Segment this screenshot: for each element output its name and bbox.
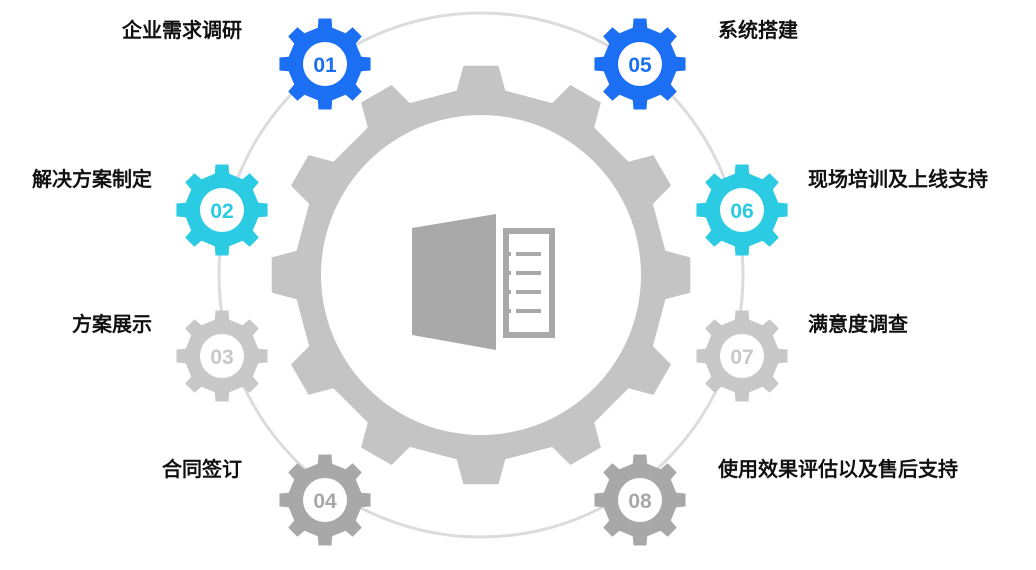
document-list-icon <box>412 214 555 350</box>
step-label-01: 企业需求调研 <box>122 18 242 42</box>
step-label-07: 满意度调查 <box>808 312 908 336</box>
step-gear-02: 02 <box>176 164 268 256</box>
step-label-05: 系统搭建 <box>718 18 798 42</box>
step-gear-07: 07 <box>696 310 788 402</box>
step-gear-06: 06 <box>696 164 788 256</box>
gear-center <box>303 478 347 522</box>
connecting-ring <box>217 11 745 539</box>
list-lines <box>503 252 541 313</box>
step-number: 05 <box>628 54 652 77</box>
step-gear-08: 08 <box>594 454 686 546</box>
gear-center <box>618 478 662 522</box>
gear-center <box>200 334 244 378</box>
step-number: 06 <box>730 200 753 223</box>
step-gear-05: 05 <box>594 18 686 110</box>
step-label-06: 现场培训及上线支持 <box>808 167 988 191</box>
gear-center <box>720 188 764 232</box>
step-label-02: 解决方案制定 <box>32 167 152 191</box>
gear-center <box>303 42 347 86</box>
step-gear-04: 04 <box>279 454 371 546</box>
document-page-shape <box>412 214 496 350</box>
gear-center <box>720 334 764 378</box>
step-number: 03 <box>210 346 233 369</box>
gear-center <box>200 188 244 232</box>
step-label-08: 使用效果评估以及售后支持 <box>718 457 958 481</box>
step-gear-01: 01 <box>279 18 371 110</box>
gear-center <box>618 42 662 86</box>
step-gears: 01 02 03 04 05 06 07 <box>176 18 788 546</box>
step-number: 02 <box>210 200 233 223</box>
step-gear-03: 03 <box>176 310 268 402</box>
step-number: 04 <box>313 490 337 513</box>
step-label-03: 方案展示 <box>72 312 152 336</box>
step-number: 01 <box>313 54 337 77</box>
step-number: 07 <box>730 346 753 369</box>
step-label-04: 合同签订 <box>162 457 242 481</box>
step-number: 08 <box>628 490 652 513</box>
